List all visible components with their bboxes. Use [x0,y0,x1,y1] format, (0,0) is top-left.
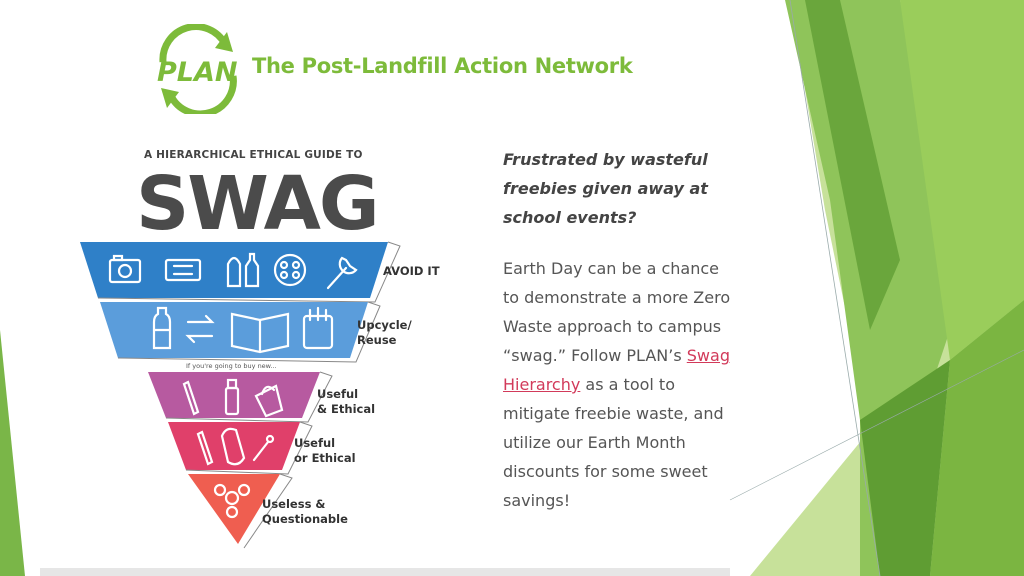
right-green-shard-dark [860,360,950,576]
recycle-arrows-icon [159,24,237,114]
tier-label-useless-questionable: Useless & Questionable [262,497,348,526]
camera-icon [108,254,142,284]
jar-icon [302,306,334,350]
body-text-start: Earth Day can be a chance to demonstrate… [503,259,731,365]
tier-label-avoid-it: AVOID IT [383,264,440,278]
guide-subtitle: A HIERARCHICAL ETHICAL GUIDE TO [144,149,363,161]
tier-label-useful-ethical: Useful & Ethical [317,387,376,416]
swag-hierarchy-link[interactable]: Swag Hierarchy [503,346,730,394]
right-green-sliver [805,0,900,330]
left-green-shard [0,330,25,576]
bottom-strip [40,568,730,576]
swap-arrows-icon [185,314,215,344]
swag-pyramid [80,241,401,549]
bread-bottle-icon [226,252,260,288]
tier-useful-ethical [148,372,320,418]
body-paragraph: Earth Day can be a chance to demonstrate… [503,254,733,515]
thin-line-1 [789,0,881,576]
wrench-icon [326,256,358,290]
tier-useful-or-ethical [168,422,300,470]
organization-name: The Post-Landfill Action Network [252,54,633,78]
ticket-icon [164,258,202,282]
tier-avoid-it [80,242,388,298]
lanyard-icon [252,434,275,462]
tier-useless-questionable [188,474,280,544]
guide-title: SWAG [136,161,380,247]
intro-question: Frustrated by wasteful freebies given aw… [503,150,708,227]
pen-icon [196,430,214,466]
thin-line-2 [729,349,1024,501]
film-reel-icon [273,253,307,287]
tote-bag-icon [254,384,284,418]
tier-label-useful-or-ethical: Useful or Ethical [294,436,356,465]
book-icon [230,312,290,354]
pen-icon [182,380,200,416]
right-green-shard-top [900,0,1024,360]
water-bottle-icon [224,378,240,416]
buy-new-note: If you're going to buy new... [186,362,277,370]
tier-label-upcycle-reuse: Upcycle/ Reuse [357,318,412,347]
plan-mark: PLAN [157,57,238,88]
right-green-shard-bottom [930,300,1024,576]
plan-logo: PLAN [157,24,238,114]
description-column: Frustrated by wasteful freebies given aw… [503,145,733,515]
plastic-bottle-icon [152,306,172,350]
fidget-spinner-icon [213,483,251,519]
carabiner-icon [220,427,246,466]
tier-upcycle-reuse [100,302,368,358]
body-text-end: as a tool to mitigate freebie waste, and… [503,375,724,510]
